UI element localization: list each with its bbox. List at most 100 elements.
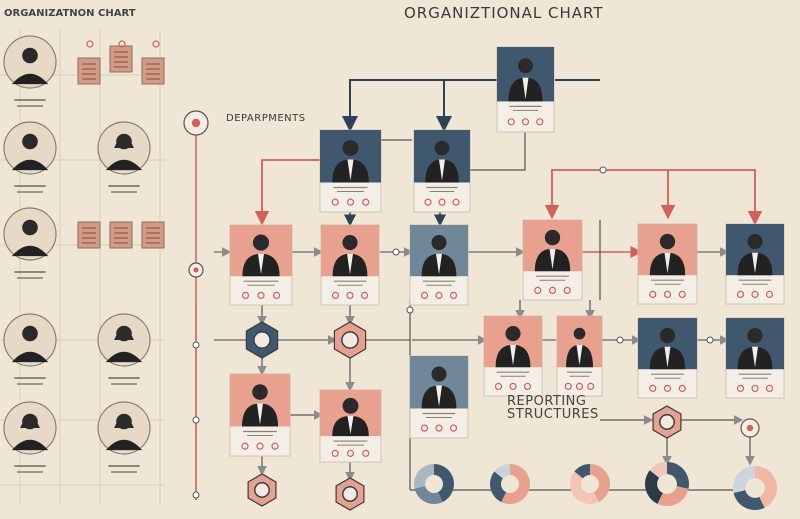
shirt-icon [576,344,583,366]
junction-dot [192,491,200,499]
director-card-left [319,129,382,213]
manager-card-2 [320,224,380,306]
person-head-icon [342,235,358,251]
person-head-icon [342,397,359,414]
hexagon-node-icon-inner [341,331,359,349]
donut-chart-icon-segment [490,471,510,503]
hair-icon [114,416,134,428]
contact-icon [362,198,370,206]
shirt-icon [664,346,671,368]
portrait-6 [97,313,151,385]
departments-label: DEPARPMENTS [226,113,306,124]
contact-icon [563,286,571,294]
contact-icon [678,384,686,392]
shirt-icon [752,252,758,274]
contact-icon [449,424,458,432]
connector-red-right3 [668,169,763,226]
junction-dot [392,248,400,256]
portrait-7 [3,401,57,473]
hair-icon [114,328,134,340]
person-head-icon [22,325,38,342]
contact-icon [241,291,250,299]
contact-icon [346,291,354,299]
shirt-icon [549,248,556,270]
contact-icon [272,291,281,299]
contact-icon [736,384,745,392]
person-body-icon [105,159,143,171]
donut-chart-icon-hole [657,474,677,494]
shirt-icon [347,159,354,181]
contact-icon [509,382,517,390]
contact-icon [575,382,584,390]
contact-icon [438,198,446,206]
contact-icon [751,384,759,392]
person-head-icon [505,326,521,342]
contact-icon [435,424,443,432]
portrait-4 [3,207,57,279]
manager-card-5 [637,223,698,305]
person-head-icon [659,327,676,344]
contact-icon [331,449,339,457]
contact-icon [449,291,458,299]
hair-icon [20,416,40,428]
contact-icon [649,384,657,392]
contact-icon [587,382,595,390]
shirt-icon [752,346,758,368]
portrait-3 [97,121,151,193]
manager-card-6 [725,223,785,305]
contact-icon [534,286,542,294]
node-dot-icon [86,40,94,48]
team-card-3 [409,355,469,439]
contact-icon [564,382,572,390]
contact-icon [360,291,369,299]
shirt-icon [347,415,354,435]
person-head-icon [518,58,533,74]
donut-chart-icon-segment [590,464,610,503]
node-dot-icon [118,40,126,48]
contact-icon [765,290,774,298]
connector-top-left [342,79,497,132]
reporting-label-line1: REPORTING [507,394,587,409]
shirt-icon [522,77,529,100]
person-head-icon [573,327,586,340]
doc-card-icon [109,45,133,73]
contact-icon [494,382,503,390]
person-body-icon [11,351,49,363]
shirt-icon [258,253,264,275]
hexagon-node-icon-inner [254,482,270,498]
manager-card-1 [229,224,293,306]
junction-dot [706,336,714,344]
donut-chart-icon-segment [434,464,454,503]
hexagon-node-icon-inner [342,486,358,502]
person-head-icon [431,366,447,382]
hair-icon [114,136,134,148]
contact-icon [649,290,657,298]
connector-top-mid [436,79,497,132]
contact-icon [751,290,759,298]
contact-icon [346,198,355,206]
person-head-icon [252,384,268,400]
contact-icon [362,449,370,457]
doc-card-icon [77,57,101,85]
hexagon-node-icon-inner [253,331,271,349]
contact-icon [765,384,774,392]
contact-icon [536,118,544,126]
person-head-icon [747,234,763,250]
staff-card-3 [637,317,698,399]
shirt-icon [436,385,442,407]
connector-red-left [254,159,320,226]
person-head-icon [342,140,359,156]
staff-card-1 [483,315,543,397]
contact-icon [331,291,340,299]
person-body-icon [105,351,143,363]
person-body-icon [11,439,49,451]
connector-red-right [544,169,605,220]
junction-dot [406,306,414,314]
ceo-card [496,46,555,133]
compass-center [746,424,754,432]
contact-icon [663,290,672,298]
donut-chart-icon-hole [745,478,765,498]
contact-icon [435,291,443,299]
person-body-icon [11,73,49,85]
